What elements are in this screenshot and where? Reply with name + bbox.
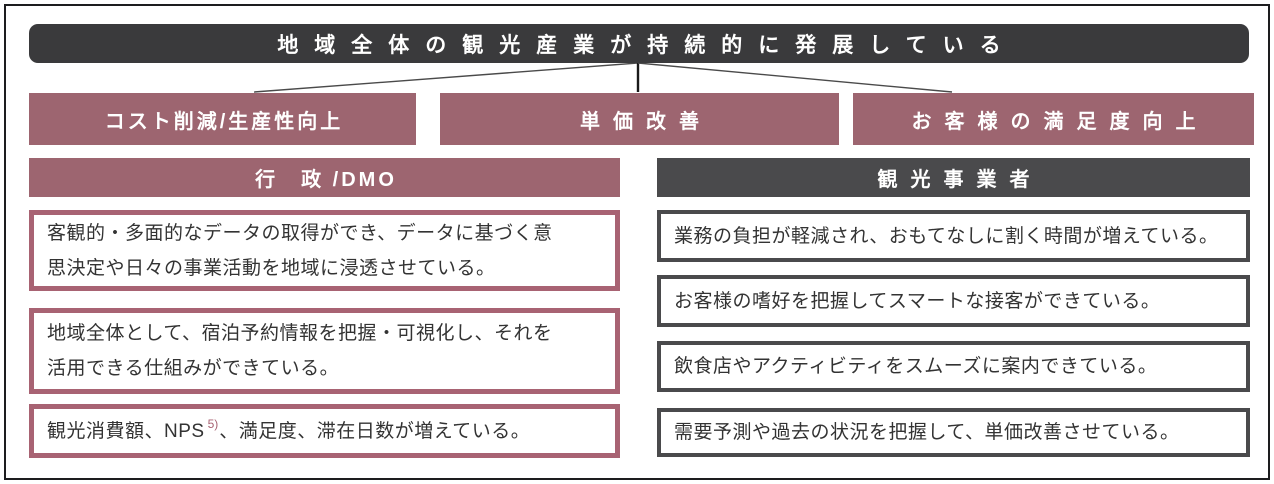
admin-outcome-item-data-driven-text: 客観的・多面的なデータの取得ができ、データに基づく意 思決定や日々の事業活動を地…	[47, 222, 553, 279]
operator-outcome-item-demand-forecast: 需要予測や過去の状況を把握して、単価改善させている。	[657, 408, 1250, 457]
admin-outcome-item-data-driven: 客観的・多面的なデータの取得ができ、データに基づく意 思決定や日々の事業活動を地…	[29, 210, 620, 291]
connector-line-left	[253, 63, 639, 93]
outcome-box-customer-satisfaction: お客様の満足度向上	[853, 93, 1254, 145]
outcome-box-cost-reduction: コスト削減/生産性向上	[29, 93, 416, 145]
column-header-tourism-operators: 観光事業者	[657, 158, 1250, 197]
admin-outcome-item-reservation-visibility: 地域全体として、宿泊予約情報を把握・可視化し、それを 活用できる仕組みができてい…	[29, 308, 620, 394]
admin-outcome-item-reservation-visibility-text: 地域全体として、宿泊予約情報を把握・可視化し、それを 活用できる仕組みができてい…	[47, 323, 553, 379]
goal-banner: 地域全体の観光産業が持続的に発展している	[29, 24, 1249, 63]
operator-outcome-item-smart-service-text: お客様の嗜好を把握してスマートな接客ができている。	[674, 290, 1161, 312]
connector-line-right	[637, 63, 953, 93]
connector-lines	[253, 63, 953, 93]
goal-banner-label: 地域全体の観光産業が持続的に発展している	[277, 33, 1017, 57]
outer-frame	[4, 4, 1270, 480]
operator-outcome-item-workload-text: 業務の負担が軽減され、おもてなしに割く時間が増えている。	[674, 225, 1219, 247]
operator-outcome-item-workload: 業務の負担が軽減され、おもてなしに割く時間が増えている。	[657, 210, 1250, 262]
column-header-admin-dmo-label: 行 政 /DMO	[255, 169, 397, 191]
operator-outcome-item-smooth-guidance: 飲食店やアクティビティをスムーズに案内できている。	[657, 341, 1250, 392]
footnote-ref-5: 5)	[207, 417, 219, 432]
outcome-box-cost-reduction-label: コスト削減/生産性向上	[104, 110, 344, 133]
operator-outcome-item-demand-forecast-text: 需要予測や過去の状況を把握して、単価改善させている。	[674, 422, 1180, 443]
operator-outcome-item-smart-service: お客様の嗜好を把握してスマートな接客ができている。	[657, 275, 1250, 327]
column-header-tourism-operators-label: 観光事業者	[877, 169, 1043, 191]
outcome-box-unit-price-label: 単価改善	[580, 110, 712, 133]
kpi-text-after-footnote: 、満足度、滞在日数が増えている。	[219, 420, 531, 442]
outcome-box-unit-price: 単価改善	[440, 93, 839, 145]
operator-outcome-item-smooth-guidance-text: 飲食店やアクティビティをスムーズに案内できている。	[674, 356, 1158, 377]
kpi-text-before-footnote: 観光消費額、NPS	[47, 420, 205, 442]
outcome-box-customer-satisfaction-label: お客様の満足度向上	[911, 110, 1209, 133]
column-header-admin-dmo: 行 政 /DMO	[29, 158, 620, 197]
